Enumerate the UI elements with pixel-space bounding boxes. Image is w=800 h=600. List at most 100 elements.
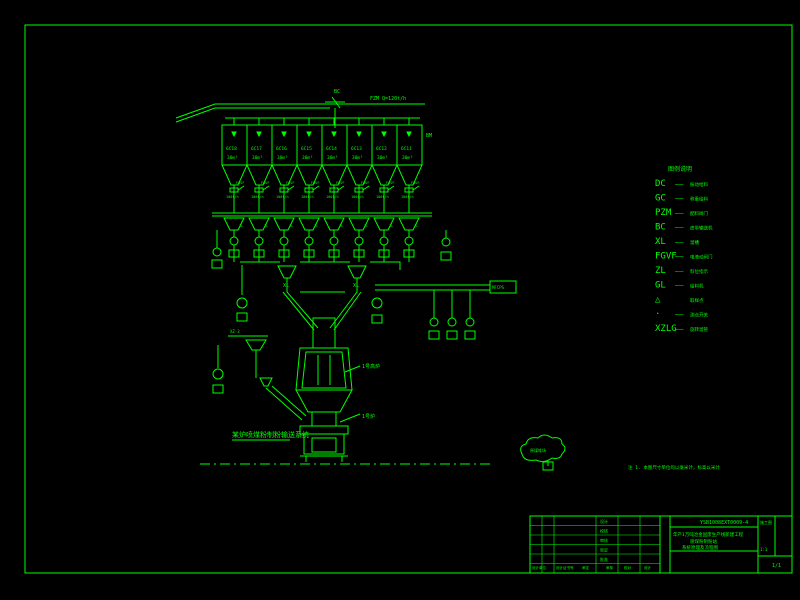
silo-capacity: 30m³ xyxy=(377,155,388,161)
legend-sep: —— xyxy=(675,325,684,333)
weigh-feeder: ZL xyxy=(273,217,295,262)
silo-id: 6C12 xyxy=(376,146,387,152)
zl-label: ZL xyxy=(239,224,243,228)
gate-label: FGVF xyxy=(411,181,419,185)
gate-label: FGVF xyxy=(336,181,344,185)
right-branch: MFCPS xyxy=(371,280,517,340)
legend-item: XL——溜槽 xyxy=(655,237,699,247)
legend-item: GL——给料机 xyxy=(655,281,704,291)
silo-side-label: BM xyxy=(426,133,432,139)
silo-capacity: 30m³ xyxy=(252,155,263,161)
hopper-rate: 100t/h xyxy=(226,195,239,199)
legend-sep: —— xyxy=(675,209,684,217)
title-bottom-cell: 审定 xyxy=(582,565,590,570)
silo-bank: 6C1830m³6C1730m³6C1630m³6C1530m³6C1430m³… xyxy=(221,118,432,186)
silo: 6C17 30m³ xyxy=(246,118,273,186)
silo-gate: FGVF 100t/h xyxy=(351,181,369,213)
side-instruments xyxy=(211,230,452,269)
title-bottom-cell: 设计 xyxy=(644,565,652,570)
hopper-rate: 100t/h xyxy=(401,195,414,199)
stage-label: 施工图 xyxy=(760,519,772,525)
silo-id: 6C17 xyxy=(251,146,262,152)
silo-id: 6C13 xyxy=(351,146,362,152)
title-bottom-cell: 校对 xyxy=(624,565,632,570)
zl-label: ZL xyxy=(414,224,418,228)
legend-item: BC —— 皮带输送机 xyxy=(655,223,713,233)
legend-code: BC xyxy=(655,223,666,233)
silo-id: 6C16 xyxy=(276,146,287,152)
silo-gates: FGVF 100t/h FGVF 100t/h FGVF 100t/h FGVF 100t/h… xyxy=(226,181,419,213)
legend-sep: —— xyxy=(675,282,684,290)
legend-item: ·——测点开关 xyxy=(655,310,708,320)
legend-desc: 取样点 xyxy=(690,297,704,304)
legend-item: XZLG——旋转溜管 xyxy=(655,324,708,334)
zl-label: ZL xyxy=(339,224,343,228)
cloud-label: 原煤堆场 xyxy=(530,447,546,453)
zl-label: ZL xyxy=(289,224,293,228)
legend-code: FGVF xyxy=(655,252,677,262)
zl-label: ZL xyxy=(264,224,268,228)
weigh-feeder: ZL xyxy=(298,217,320,262)
legend-sep: —— xyxy=(675,253,684,261)
gate-label: FGVF xyxy=(361,181,369,185)
legend-item: GC——称重给料 xyxy=(655,194,708,204)
legend-item: DC——振动给料 xyxy=(655,179,708,189)
gate-label: FGVF xyxy=(311,181,319,185)
legend-code: XL xyxy=(655,237,666,247)
distribution-funnels: XL XL xyxy=(240,261,401,331)
legend-desc: 皮带输送机 xyxy=(690,225,713,232)
hopper-rate: 100t/h xyxy=(376,195,389,199)
top-label-right: FZM Q=120t/h xyxy=(370,96,406,102)
collecting-conveyor xyxy=(212,212,432,217)
weigh-feeder-row: ZL ZL ZL ZL ZL ZL ZL ZL xyxy=(223,217,420,262)
weigh-feeder: ZL xyxy=(348,217,370,262)
blast-furnace: 1号高炉 1号炉 xyxy=(295,317,380,462)
furnace-label-1: 1号高炉 xyxy=(362,363,380,370)
legend-item: ZL——料位指示 xyxy=(655,266,708,276)
legend-sep: —— xyxy=(675,267,684,275)
weigh-feeder: ZL xyxy=(248,217,270,262)
gate-label: FGVF xyxy=(236,181,244,185)
legend-item: FGVF—— 电液动闸门 xyxy=(655,252,713,262)
top-label-left: BC xyxy=(334,89,340,95)
drawing-note: 注 1. 本图尺寸单位均以毫米计，标高以米计 xyxy=(628,464,720,471)
hopper-rate: 100t/h xyxy=(351,195,364,199)
weigh-feeder: ZL xyxy=(398,217,420,262)
legend-code: DC xyxy=(655,179,666,189)
silo-capacity: 30m³ xyxy=(302,155,313,161)
project-line-3: 系统原理及流程图 xyxy=(682,544,718,551)
project-line-2: 喷煤粉制粉站 xyxy=(690,538,717,545)
right-box-label: MFCPS xyxy=(492,285,505,290)
legend-sep: —— xyxy=(675,238,684,246)
silo-gate: FGVF 100t/h xyxy=(226,181,244,213)
drawing-number: YSB1008EXT0009-4 xyxy=(700,520,748,526)
silo-id: 6C18 xyxy=(226,146,237,152)
legend-sep: —— xyxy=(675,224,684,232)
zl-label: ZL xyxy=(389,224,393,228)
legend-desc: 电液动闸门 xyxy=(690,254,713,261)
furnace-label-2: 1号炉 xyxy=(362,413,375,420)
hopper-rate: 100t/h xyxy=(276,195,289,199)
legend-item: PZM——配料阀门 xyxy=(655,208,708,218)
title-row-label: 设计 xyxy=(600,518,608,524)
title-block: YSB1008EXT0009-4 年产1万吨冶金固废生产线新建工程 喷煤粉制粉站… xyxy=(529,515,793,574)
title-bottom-cell: 审核 xyxy=(606,565,614,570)
legend-code: GC xyxy=(655,194,666,204)
legend-desc: 称重给料 xyxy=(690,196,708,203)
sheet-border xyxy=(24,24,793,574)
coal-yard-cloud: 原煤堆场 xyxy=(520,434,566,471)
legend-desc: 给料机 xyxy=(690,283,704,290)
legend-title: 图例说明 xyxy=(668,165,692,173)
legend-sep: —— xyxy=(675,180,684,188)
title-row-label: 校核 xyxy=(600,528,608,534)
